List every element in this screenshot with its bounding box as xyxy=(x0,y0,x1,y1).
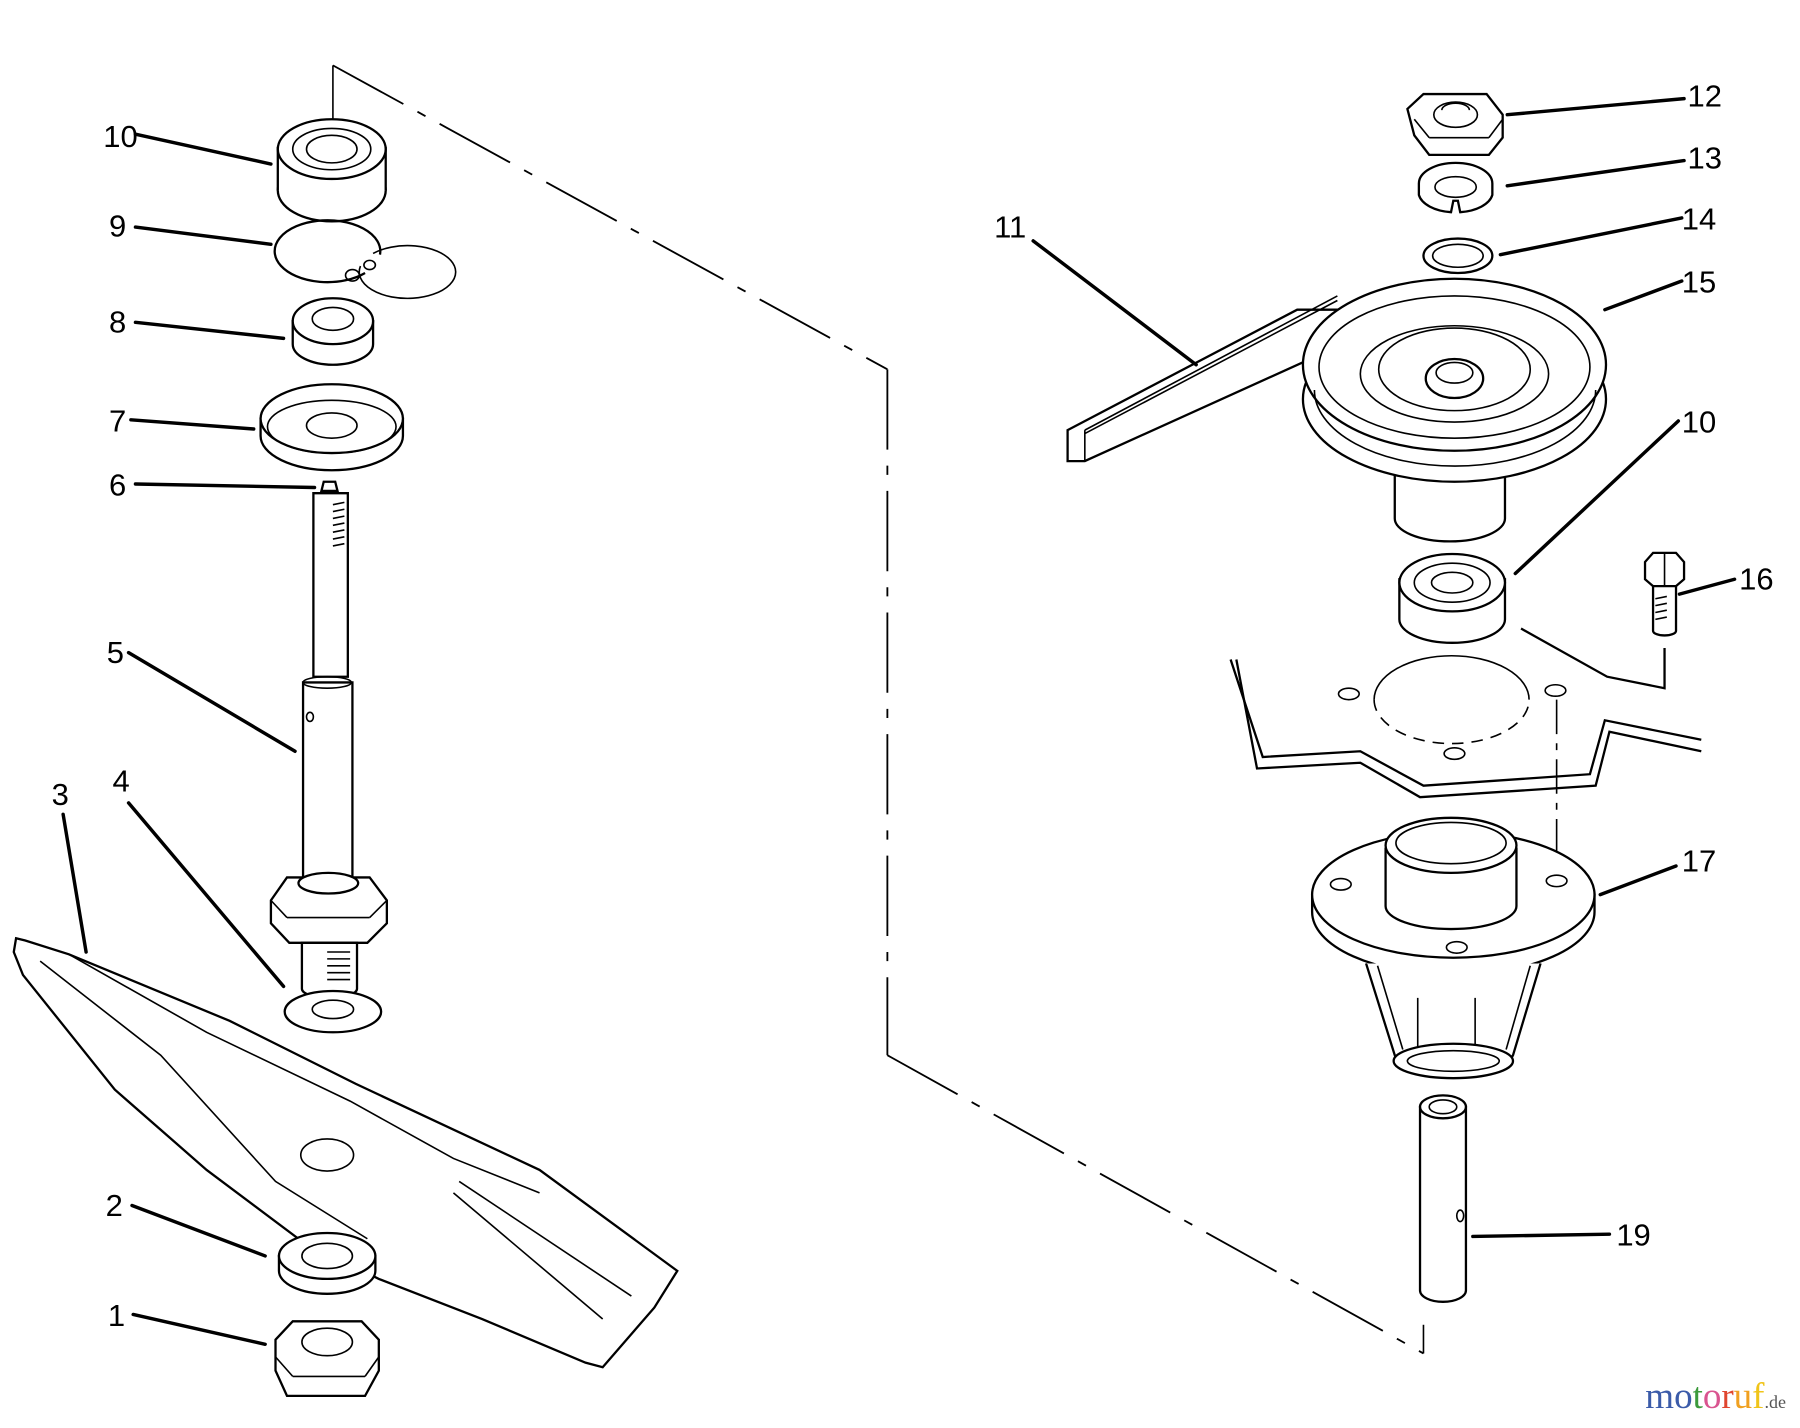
motoruf-watermark-logo: motoruf.de xyxy=(1645,1375,1786,1418)
part-2-spacer xyxy=(277,1231,377,1295)
callout-4: 4 xyxy=(113,763,130,798)
callout-9: 9 xyxy=(109,208,126,243)
logo-letter: u xyxy=(1733,1376,1753,1417)
part-10-bearing-right xyxy=(1398,552,1507,644)
left-callouts: 10 9 8 7 6 5 3 4 2 1 xyxy=(52,119,317,1346)
callout-7: 7 xyxy=(109,403,126,438)
part-16-bolt xyxy=(1643,551,1686,637)
part-14-washer xyxy=(1422,237,1494,275)
part-7-seal-cup xyxy=(259,383,405,472)
part-19-spacer-tube xyxy=(1418,1094,1468,1303)
callout-5: 5 xyxy=(107,635,124,670)
callout-13: 13 xyxy=(1688,141,1722,176)
callout-19: 19 xyxy=(1616,1218,1650,1253)
part-5-spindle-shaft xyxy=(269,492,389,1000)
callout-16: 16 xyxy=(1739,562,1773,597)
callout-3: 3 xyxy=(52,777,69,812)
mounting-deck-plate xyxy=(1229,627,1702,872)
logo-letter: o xyxy=(1702,1376,1722,1417)
part-17-spindle-housing xyxy=(1310,816,1596,1080)
part-4-washer xyxy=(283,989,383,1034)
logo-letter: f xyxy=(1752,1376,1765,1417)
callout-17: 17 xyxy=(1682,844,1716,879)
part-13-lock-washer xyxy=(1417,161,1494,214)
logo-letter: m xyxy=(1645,1376,1675,1417)
part-3-blade xyxy=(12,936,679,1369)
logo-suffix: .de xyxy=(1764,1392,1787,1412)
callout-12: 12 xyxy=(1688,79,1722,114)
logo-letter: r xyxy=(1721,1376,1734,1417)
part-6-grease-fitting xyxy=(319,480,339,493)
callout-2: 2 xyxy=(106,1188,123,1223)
part-12-hex-nut xyxy=(1406,92,1504,156)
part-11-key xyxy=(1066,295,1345,463)
logo-letter: o xyxy=(1674,1376,1693,1417)
callout-6: 6 xyxy=(109,468,126,503)
callout-10-left: 10 xyxy=(103,119,137,154)
part-10-bearing xyxy=(276,118,387,223)
callout-15: 15 xyxy=(1682,264,1716,299)
callout-10-right: 10 xyxy=(1682,404,1716,439)
callout-1: 1 xyxy=(108,1298,125,1333)
part-8-spacer xyxy=(291,297,375,366)
callout-11: 11 xyxy=(994,209,1026,244)
callout-8: 8 xyxy=(109,305,126,340)
part-15-pulley xyxy=(1301,277,1608,543)
logo-letter: t xyxy=(1692,1376,1703,1417)
part-1-hex-nut xyxy=(274,1320,380,1398)
right-callouts: 12 13 14 11 15 10 16 17 19 xyxy=(994,79,1773,1253)
part-9-retaining-ring xyxy=(273,219,457,300)
callout-14: 14 xyxy=(1682,201,1716,236)
